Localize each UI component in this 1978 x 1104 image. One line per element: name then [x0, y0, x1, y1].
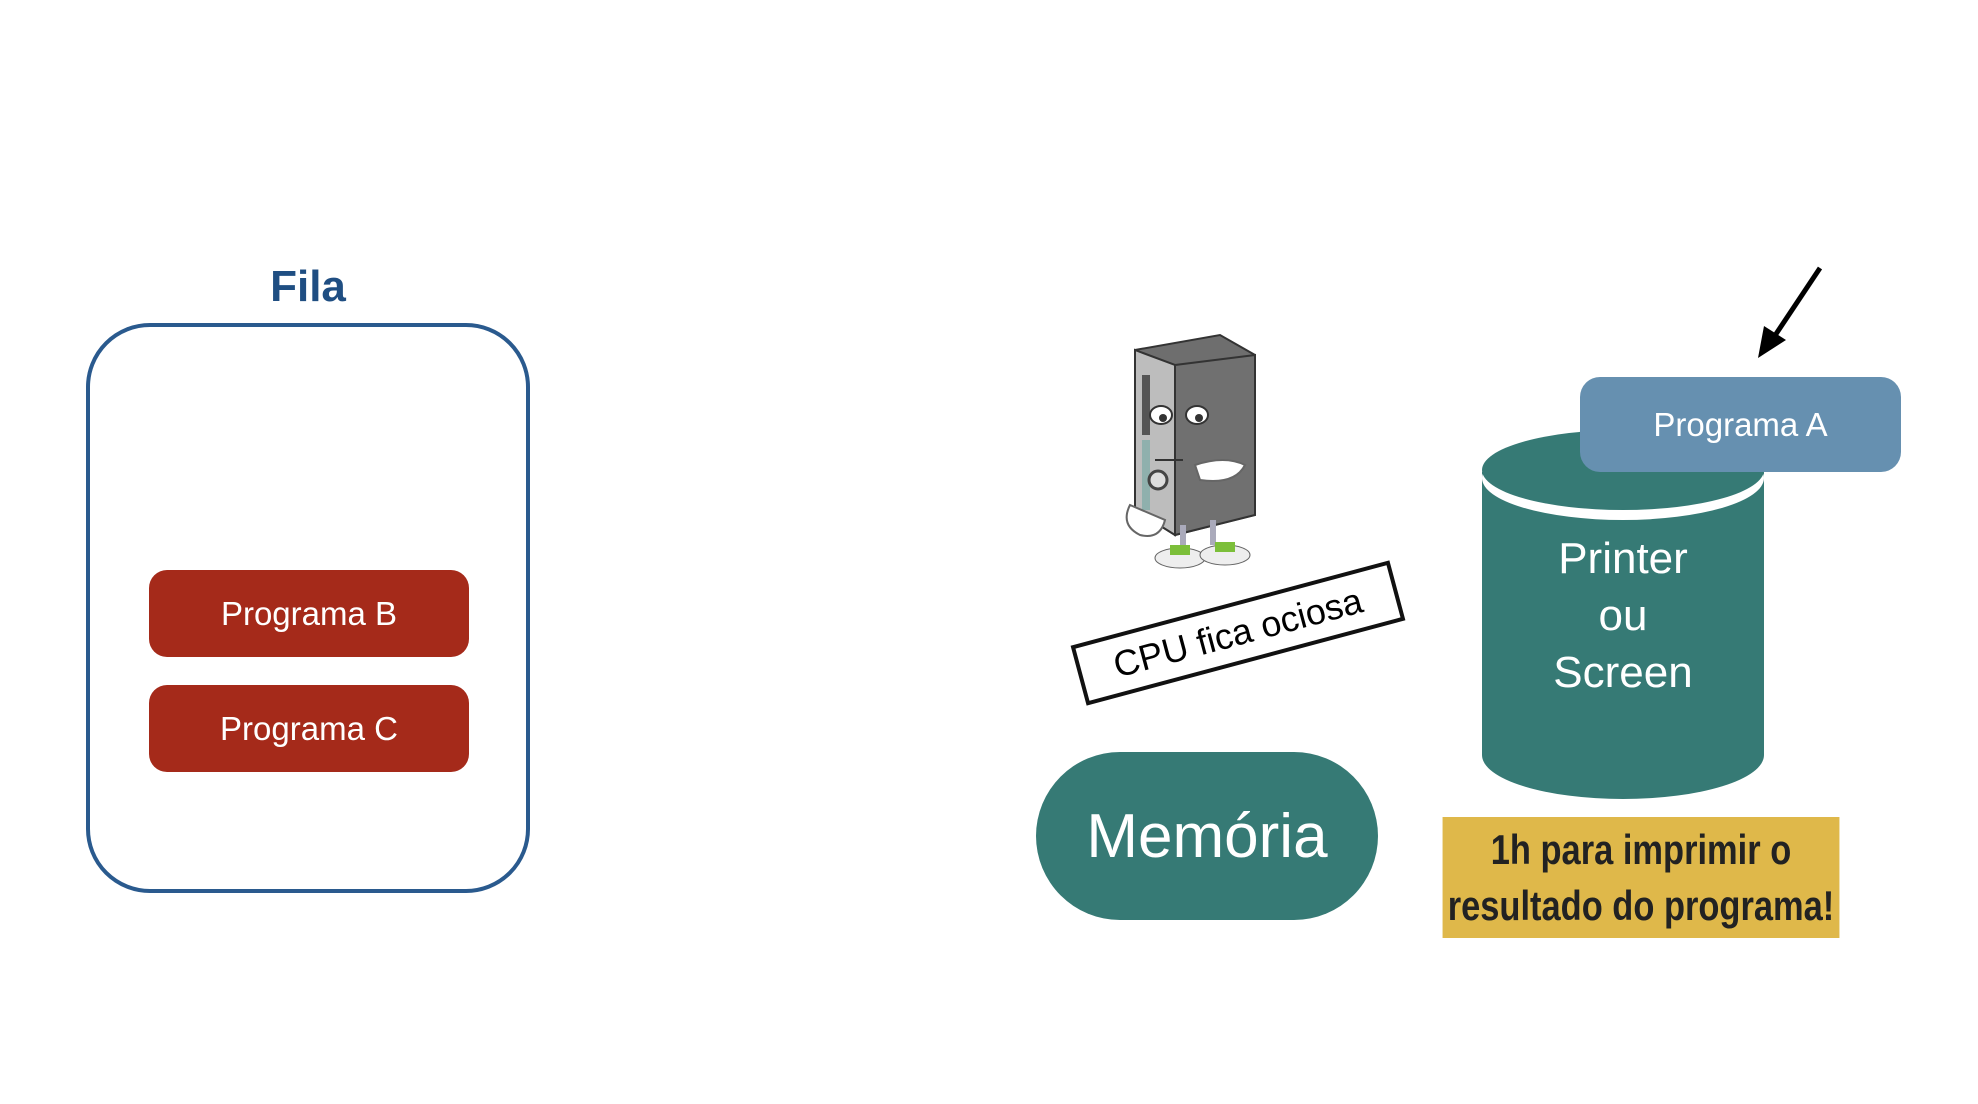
- queue-container: [86, 323, 530, 893]
- memory-block: Memória: [1036, 752, 1378, 920]
- note-line: resultado do programa!: [1447, 881, 1835, 929]
- io-device-line: ou: [1598, 591, 1648, 640]
- running-program-label: Programa A: [1653, 405, 1828, 443]
- cpu-status-label: CPU fica ociosa: [1070, 560, 1406, 706]
- arrow-icon: [1758, 266, 1823, 358]
- note-callout: 1h para imprimir o resultado do programa…: [1442, 817, 1840, 938]
- cpu-status-text: CPU fica ociosa: [1108, 579, 1367, 686]
- queue-item-programa-c: Programa C: [149, 685, 469, 772]
- queue-item-programa-b: Programa B: [149, 570, 469, 657]
- io-device-label: Printer ou Screen: [1482, 530, 1764, 701]
- running-program-programa-a: Programa A: [1580, 377, 1901, 472]
- note-line: 1h para imprimir o: [1490, 825, 1792, 873]
- queue-item-label: Programa B: [220, 594, 398, 632]
- memory-label: Memória: [1086, 801, 1328, 871]
- io-device-line: Printer: [1558, 534, 1688, 583]
- computer-tower-mascot-icon: [1125, 333, 1256, 569]
- queue-title: Fila: [270, 262, 346, 311]
- io-device-line: Screen: [1553, 648, 1693, 697]
- queue-item-label: Programa C: [220, 709, 398, 747]
